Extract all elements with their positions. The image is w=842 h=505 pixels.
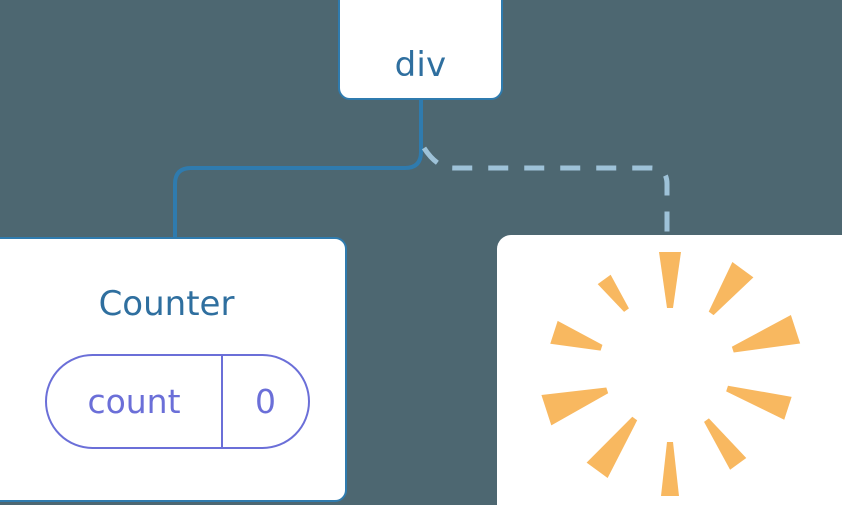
node-div-label: div: [394, 45, 447, 85]
state-key-label: count: [47, 356, 223, 447]
spinner-ray-5: [661, 442, 679, 496]
spinner-container: [535, 243, 805, 498]
spinner-burst-icon: [541, 252, 801, 496]
spinner-rays: [541, 252, 801, 496]
spinner-ray-1: [708, 262, 754, 316]
node-counter-label: Counter: [98, 284, 235, 324]
spinner-ray-4: [704, 418, 747, 470]
node-loading-placeholder[interactable]: [497, 235, 842, 505]
spinner-ray-6: [586, 416, 638, 478]
spinner-ray-7: [541, 387, 609, 426]
state-badge-count[interactable]: count 0: [45, 354, 310, 449]
spinner-ray-9: [597, 274, 629, 312]
connector-div-to-spinner: [421, 146, 670, 238]
node-counter[interactable]: Counter count 0: [0, 237, 347, 502]
connector-div-to-counter: [173, 100, 423, 240]
spinner-ray-3: [726, 385, 792, 420]
state-value-label: 0: [255, 382, 276, 421]
spinner-ray-0: [659, 252, 681, 308]
node-div[interactable]: div: [338, 0, 503, 100]
spinner-ray-2: [731, 314, 801, 353]
spinner-ray-8: [550, 320, 603, 351]
